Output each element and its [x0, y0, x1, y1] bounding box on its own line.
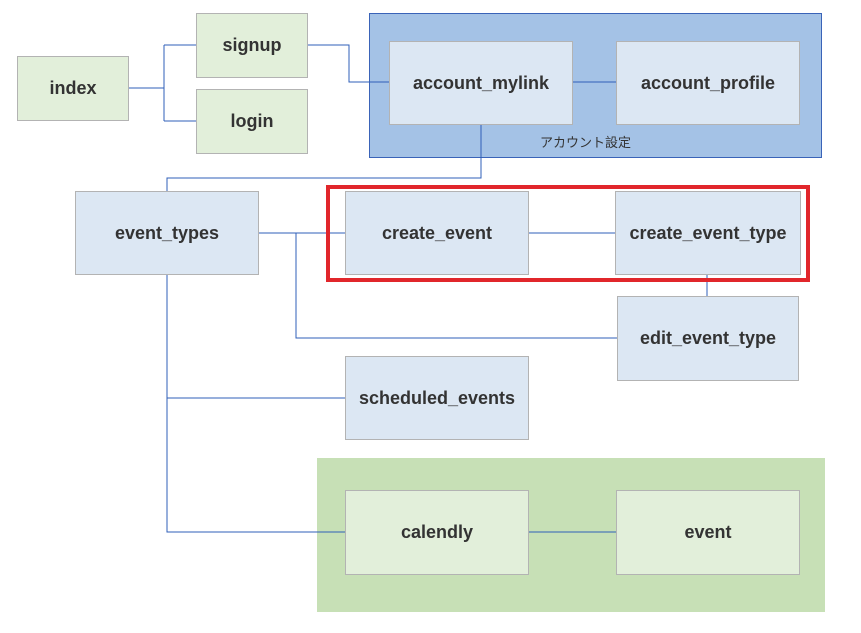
node-signup: signup	[196, 13, 308, 78]
node-scheduled-events: scheduled_events	[345, 356, 529, 440]
highlight-box	[326, 185, 810, 282]
node-account-mylink: account_mylink	[389, 41, 573, 125]
node-event-types: event_types	[75, 191, 259, 275]
connector-eventtypes-edittype	[295, 233, 618, 339]
node-index: index	[17, 56, 129, 121]
node-login: login	[196, 89, 308, 154]
node-create-event-type: create_event_type	[615, 191, 801, 275]
connector-mylink-eventtypes	[166, 124, 482, 192]
connector-eventtypes-calendly	[166, 274, 346, 533]
node-edit-event-type: edit_event_type	[617, 296, 799, 381]
node-account-profile: account_profile	[616, 41, 800, 125]
node-create-event: create_event	[345, 191, 529, 275]
node-event: event	[616, 490, 800, 575]
node-calendly: calendly	[345, 490, 529, 575]
account-settings-label: アカウント設定	[540, 135, 632, 150]
connector-signup-mylink	[307, 44, 389, 83]
